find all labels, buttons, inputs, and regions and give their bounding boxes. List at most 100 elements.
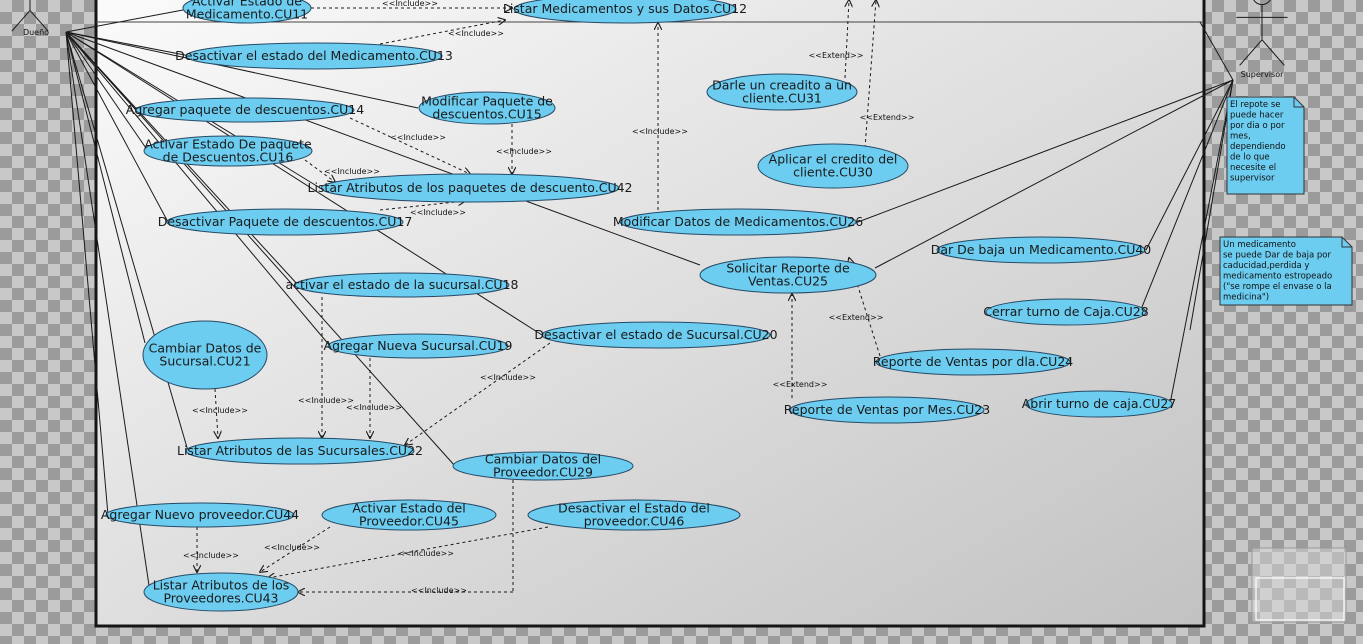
use-case-cu13[interactable]: Desactivar el estado del Medicamento.CU1… (175, 42, 453, 70)
use-case-cu26[interactable]: Modificar Datos de Medicamentos.CU26 (613, 208, 863, 236)
owner-association-line (65, 31, 109, 516)
use-case-cu12[interactable]: Listar Medicamentos y sus Datos.CU12 (503, 0, 747, 24)
owner-association-line (65, 31, 151, 593)
use-case-ellipse (185, 437, 415, 465)
include-relationship-line (304, 159, 335, 182)
use-case-ellipse (706, 73, 858, 111)
include-label: <<Include>> (324, 167, 380, 176)
owner-association-line (65, 31, 419, 109)
use-case-label: Reporte de Ventas por dla.CU24 (873, 354, 1074, 369)
use-case-ellipse (699, 256, 877, 294)
use-case-label: Desactivar el estado del Medicamento.CU1… (175, 48, 453, 63)
owner-association-line (65, 31, 169, 223)
use-case-cu14[interactable]: Agregar paquete de descuentos.CU14 (126, 97, 364, 123)
use-case-ellipse (452, 451, 634, 481)
use-case-cu28[interactable]: Cerrar turno de Caja.CU28 (983, 298, 1149, 326)
actor-owner[interactable]: Dueño (9, 0, 51, 37)
use-case-label: Desactivar el estado de Sucursal.CU20 (534, 327, 777, 342)
use-case-label: Desactivar Paquete de descuentos.CU17 (158, 214, 413, 229)
include-label: <<Include>> (410, 208, 466, 217)
actor-right-leg (1261, 39, 1285, 66)
extend-relationship-line (864, 0, 876, 149)
include-relationship-line (260, 526, 331, 572)
include-label: <<Include>> (448, 29, 504, 38)
include-label: <<Include>> (382, 0, 438, 8)
extend-label: <<Extend>> (860, 113, 915, 122)
use-case-cu24[interactable]: Reporte de Ventas por dla.CU24 (873, 348, 1074, 376)
use-case-cu20[interactable]: Desactivar el estado de Sucursal.CU20 (534, 321, 778, 349)
include-label: <<Include>> (411, 586, 467, 595)
extend-label: <<Extend>> (809, 51, 864, 60)
use-case-ellipse (985, 298, 1147, 326)
owner-association-line (65, 31, 146, 344)
supervisor-association-line (1169, 79, 1234, 405)
use-case-label: activar el estado de la sucursal.CU18 (285, 277, 518, 292)
use-case-cu18[interactable]: activar el estado de la sucursal.CU18 (285, 272, 519, 298)
use-case-cu17[interactable]: Desactivar Paquete de descuentos.CU17 (158, 208, 413, 236)
use-case-ellipse (166, 208, 404, 236)
use-case-cu44[interactable]: Agregar Nuevo proveedor.CU44 (101, 502, 299, 528)
include-label: <<Include>> (632, 127, 688, 136)
relationship-lines: <<Include>><<Include>><<Include>><<Inclu… (183, 0, 914, 595)
actor-head (1253, 0, 1271, 6)
include-label: <<Include>> (346, 403, 402, 412)
actor-supervisor[interactable]: Supervisor (1236, 0, 1288, 79)
use-case-label: Dar De baja un Medicamento.CU40 (931, 242, 1152, 257)
use-case-cu27[interactable]: Abrir turno de caja.CU27 (1022, 390, 1177, 418)
actor-left-leg (1239, 39, 1263, 66)
use-case-ellipse (135, 97, 355, 123)
use-case-cu40[interactable]: Dar De baja un Medicamento.CU40 (931, 236, 1152, 264)
use-case-ellipse (185, 42, 443, 70)
use-case-ellipse (142, 320, 268, 390)
actor-label: Dueño (23, 28, 49, 37)
include-label: <<Include>> (298, 396, 354, 405)
owner-association-line (65, 31, 331, 347)
use-case-label: Listar Medicamentos y sus Datos.CU12 (503, 1, 747, 16)
use-case-ellipse (789, 396, 985, 424)
supervisor-association-line (857, 79, 1234, 223)
use-case-cu22[interactable]: Listar Atributos de las Sucursales.CU22 (177, 437, 423, 465)
use-case-label: Reporte de Ventas por Mes.CU23 (784, 402, 990, 417)
include-label: <<Include>> (390, 133, 446, 142)
use-case-cu23[interactable]: Reporte de Ventas por Mes.CU23 (784, 396, 990, 424)
use-case-label: Agregar Nuevo proveedor.CU44 (101, 507, 299, 522)
use-case-label: Agregar Nueva Sucursal.CU19 (324, 338, 513, 353)
use-case-ellipse (182, 0, 312, 24)
extend-label: <<Extend>> (829, 313, 884, 322)
use-case-cu42[interactable]: Listar Atributos de los paquetes de desc… (307, 173, 633, 203)
supervisor-association-line (1189, 79, 1234, 331)
include-relationship-line (379, 201, 465, 211)
actor-label: Supervisor (1241, 70, 1284, 79)
extend-relationship-line (844, 0, 849, 79)
extend-label: <<Extend>> (773, 380, 828, 389)
use-case-ellipse (1025, 390, 1173, 418)
use-case-ellipse (143, 135, 313, 167)
use-case-cu19[interactable]: Agregar Nueva Sucursal.CU19 (324, 333, 513, 359)
include-relationship-line (349, 117, 470, 174)
use-case-label: Abrir turno de caja.CU27 (1022, 396, 1177, 411)
include-relationship-line (215, 388, 218, 438)
